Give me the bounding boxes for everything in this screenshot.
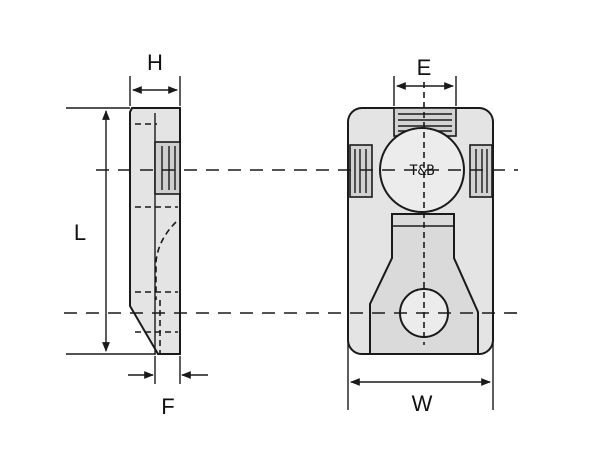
dimension-h-label: H: [147, 50, 163, 75]
right-thread-boss: [469, 144, 493, 198]
dimension-f: [128, 356, 208, 384]
dimension-e: [393, 76, 457, 106]
side-view: [129, 107, 181, 355]
dimension-w-label: W: [412, 391, 433, 416]
side-view-hidden-lines: [135, 123, 178, 354]
left-thread-boss: [349, 144, 373, 198]
dimension-f-label: F: [161, 394, 174, 419]
dimension-e-label: E: [417, 55, 432, 80]
side-view-bolt-hole: [154, 141, 181, 195]
stamp-marking: T&B: [409, 163, 434, 179]
dimension-h: [129, 76, 181, 106]
center-bore: [379, 127, 465, 213]
dimension-w: [347, 340, 494, 410]
dimension-l: [66, 107, 156, 355]
dimension-l-label: L: [74, 220, 86, 245]
